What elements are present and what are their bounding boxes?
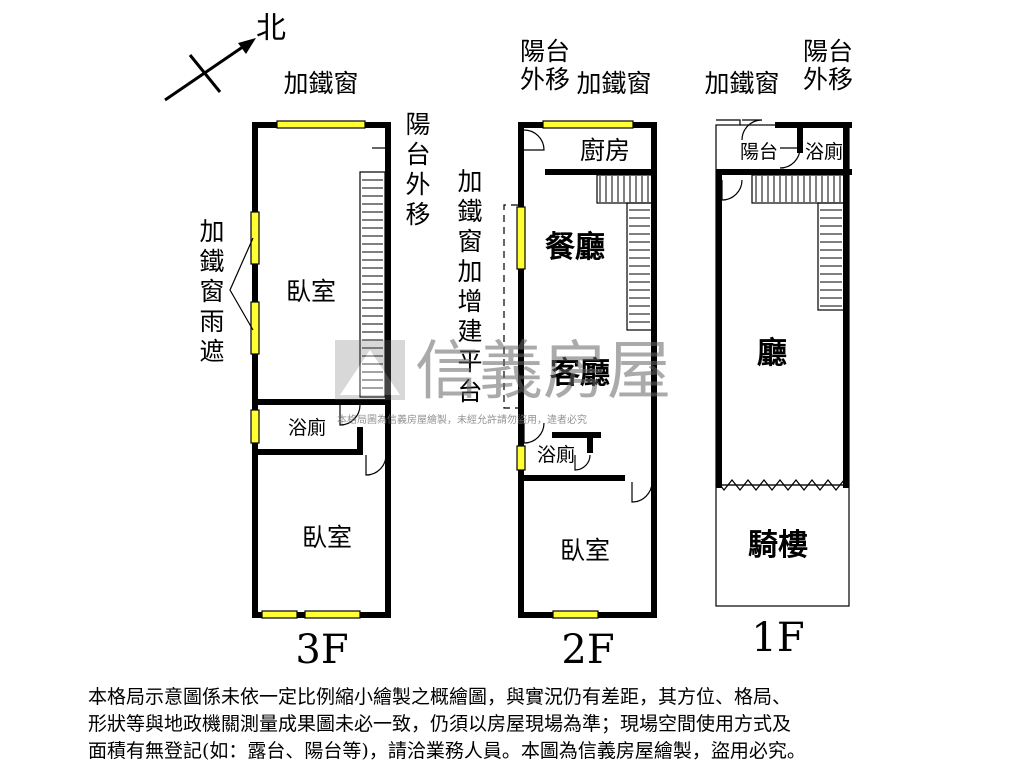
floor-2f: 陽台外移 加鐵窗 廚房 加鐵窗加增建平台 餐廳 客廳 浴廁 臥室 2F	[457, 37, 657, 673]
label-1f-balcony-top: 陽台外移	[803, 37, 853, 94]
door-icon	[574, 454, 591, 471]
floor-3f: 加鐵窗 加鐵窗雨遮 陽台外移 臥室 浴廁 臥室 3F	[199, 69, 430, 673]
room-2f-bathroom: 浴廁	[537, 443, 575, 466]
room-1f-balcony: 陽台	[740, 141, 778, 163]
door-icon	[779, 147, 801, 169]
window-icon	[250, 301, 260, 355]
label-2f-balcony-top: 陽台外移	[520, 37, 570, 94]
window-icon	[304, 610, 361, 619]
window-icon	[552, 610, 599, 619]
room-2f-kitchen: 廚房	[580, 136, 630, 165]
arcade-shutter-line	[715, 479, 845, 491]
room-3f-bathroom: 浴廁	[288, 416, 326, 439]
arcade-outline	[715, 484, 850, 607]
floor-1f-outer-line	[715, 124, 850, 486]
watermark: 信義房屋 本格局圖為信義房屋繪製，未經允許請勿盜用，違者必究	[335, 335, 671, 426]
window-icon	[276, 120, 366, 129]
floor-1f-staircase	[751, 174, 845, 311]
window-icon	[250, 211, 260, 265]
watermark-notice: 本格局圖為信義房屋繪製，未經允許請勿盜用，違者必究	[337, 413, 587, 426]
floor-1f: 加鐵窗 陽台外移 陽台 浴廁 廳 騎樓 1F	[704, 37, 853, 661]
door-icon	[523, 129, 545, 151]
room-2f-living: 客廳	[550, 356, 610, 391]
door-icon	[523, 422, 545, 444]
callout-line	[229, 237, 254, 331]
room-2f-bedroom: 臥室	[560, 536, 610, 565]
label-1f-window-top: 加鐵窗	[704, 69, 779, 98]
floor-2f-label: 2F	[561, 627, 614, 673]
room-1f-arcade: 騎樓	[748, 528, 808, 563]
window-icon	[250, 409, 260, 444]
floor-1f-label: 1F	[751, 615, 804, 661]
room-3f-bedroom-upper: 臥室	[286, 277, 336, 306]
label-2f-window-top: 加鐵窗	[576, 69, 651, 98]
disclaimer-text: 本格局示意圖係未依一定比例縮小繪製之概繪圖，與實況仍有差距，其方位、格局、 形狀…	[88, 686, 806, 762]
added-platform-outline	[503, 204, 518, 409]
door-icon	[365, 454, 387, 476]
window-icon	[516, 445, 526, 471]
label-3f-balcony: 陽台外移	[405, 110, 430, 229]
window-icon	[516, 206, 526, 270]
compass-north-label: 北	[256, 11, 286, 46]
door-icon	[339, 404, 361, 426]
floor-2f-staircase	[596, 174, 653, 331]
label-3f-window-top: 加鐵窗	[283, 69, 358, 98]
floor-3f-label: 3F	[295, 627, 348, 673]
window-icon	[261, 610, 298, 619]
label-3f-window-side: 加鐵窗雨遮	[199, 217, 224, 366]
room-1f-bathroom: 浴廁	[805, 140, 843, 163]
door-icon	[741, 119, 763, 141]
compass: 北	[164, 11, 286, 102]
room-1f-hall: 廳	[757, 336, 787, 371]
watermark-logo-icon	[335, 340, 405, 400]
room-3f-bedroom-lower: 臥室	[302, 523, 352, 552]
label-2f-platform-note: 加鐵窗加增建平台	[457, 167, 482, 406]
door-icon	[721, 179, 743, 201]
watermark-brand: 信義房屋	[415, 335, 671, 409]
door-icon	[631, 481, 653, 503]
floor-3f-staircase	[359, 171, 386, 398]
north-arrow-icon	[238, 38, 256, 54]
window-icon	[542, 120, 634, 129]
room-2f-dining: 餐廳	[545, 230, 605, 265]
